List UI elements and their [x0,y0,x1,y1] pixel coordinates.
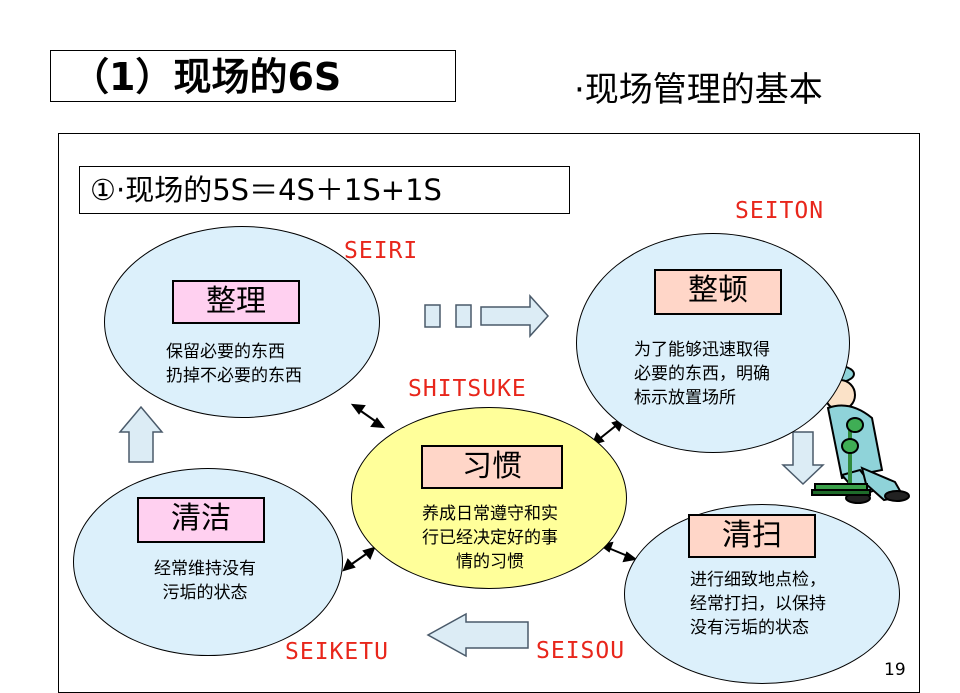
label-seiton: 整顿 [654,269,782,315]
page-subtitle: ·现场管理的基本 [574,70,823,110]
romaji-seiso: SEISOU [536,638,626,664]
romaji-seiri: SEIRI [344,238,419,264]
arrow-down-seiton-to-seiso [781,431,825,486]
desc-shitsuke: 养成日常遵守和实 行已经决定好的事 情的习惯 [422,504,558,572]
page-title: （1）现场的6S [50,50,456,102]
label-shitsuke: 习惯 [421,445,563,489]
romaji-seiton: SEITON [735,198,825,224]
arrow-left-seiso-to-seiketsu [426,612,529,658]
romaji-shitsuke: SHITSUKE [408,376,527,402]
desc-seiton: 为了能够迅速取得 必要的东西，明确 标示放置场所 [634,340,770,408]
arrow-block-1 [424,304,441,328]
romaji-seiketsu: SEIKETU [285,639,389,665]
node-shitsuke [351,407,627,589]
desc-seiketsu: 经常维持没有 污垢的状态 [154,559,256,603]
page-number: 19 [884,660,906,680]
label-seiso: 清扫 [688,514,816,558]
arrow-up-seiketsu-to-seiri [118,405,164,463]
section-heading: ①·现场的5S＝4S＋1S+1S [79,166,570,214]
desc-seiso: 进行细致地点检， 经常打扫，以保持 没有污垢的状态 [690,570,826,638]
arrow-right-seiri-to-seiton [480,294,550,338]
arrow-block-2 [455,304,472,328]
label-seiri: 整理 [172,280,300,324]
desc-seiri: 保留必要的东西 扔掉不必要的东西 [166,342,302,386]
label-seiketsu: 清洁 [137,497,265,543]
